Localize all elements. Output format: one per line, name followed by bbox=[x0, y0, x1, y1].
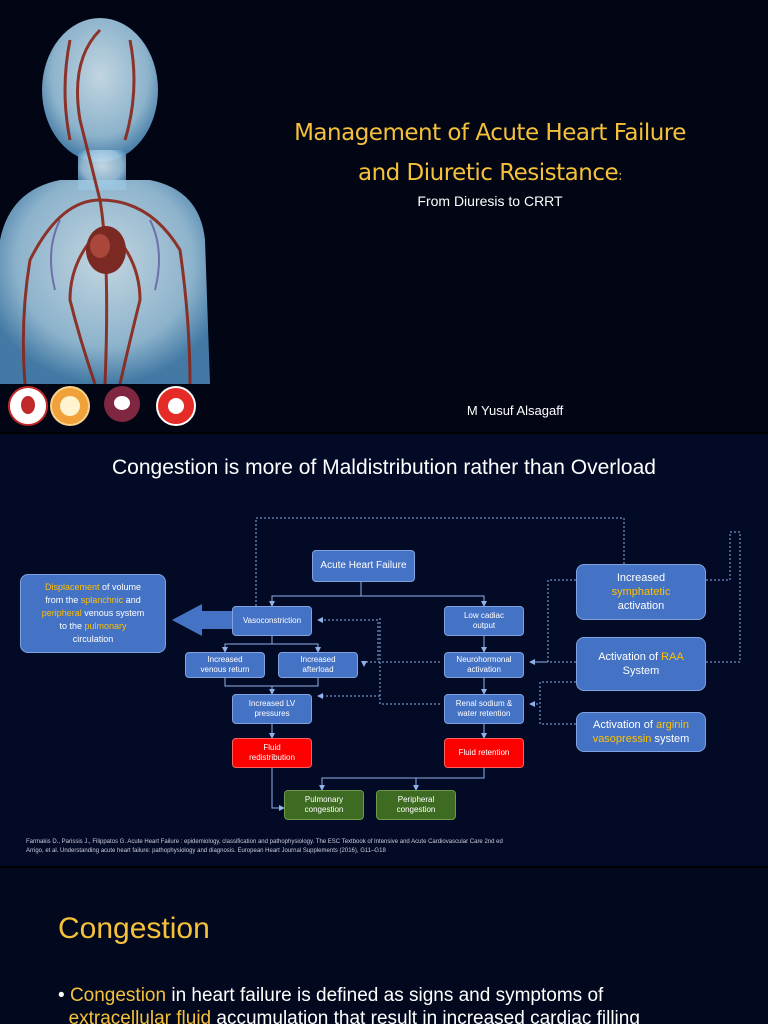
displacement-of-volume-box: Displacement of volume from the splanchn… bbox=[20, 574, 166, 653]
red-emblem-logo bbox=[156, 386, 196, 426]
displacement-arrow bbox=[172, 604, 232, 636]
perki-logo bbox=[8, 386, 48, 426]
references: Farmakis D., Parissis J., Filippatos G. … bbox=[26, 839, 503, 854]
congestion-definition-slide: Congestion • Congestion in heart failure… bbox=[0, 868, 768, 1024]
vasoconstriction-box: Vasoconstriction bbox=[232, 606, 312, 636]
bullet-point: • Congestion in heart failure is defined… bbox=[58, 985, 640, 1024]
acute-heart-failure-box: Acute Heart Failure bbox=[312, 550, 415, 582]
congestion-diagram-slide: Congestion is more of Maldistribution ra… bbox=[0, 434, 768, 866]
university-seal-logo bbox=[50, 386, 90, 426]
slide-title-line1: Management of Acute Heart Failure bbox=[294, 120, 686, 146]
author-name: M Yusuf Alsagaff bbox=[466, 403, 564, 418]
slide-title: Congestion bbox=[58, 912, 210, 945]
slide-title: Congestion is more of Maldistribution ra… bbox=[112, 456, 656, 479]
slide-subtitle: From Diuresis to CRRT bbox=[417, 193, 563, 209]
renal-sodium-water-retention-box: Renal sodium &water retention bbox=[444, 694, 524, 724]
heart-flower-logo bbox=[104, 386, 140, 422]
slide-title-line2: and Diuretic Resistance: bbox=[357, 160, 623, 186]
diagram-connectors bbox=[172, 517, 741, 811]
title-slide: Management of Acute Heart Failure and Di… bbox=[0, 0, 768, 432]
human-body-illustration bbox=[0, 18, 210, 384]
fluid-retention-box: Fluid retention bbox=[444, 738, 524, 768]
